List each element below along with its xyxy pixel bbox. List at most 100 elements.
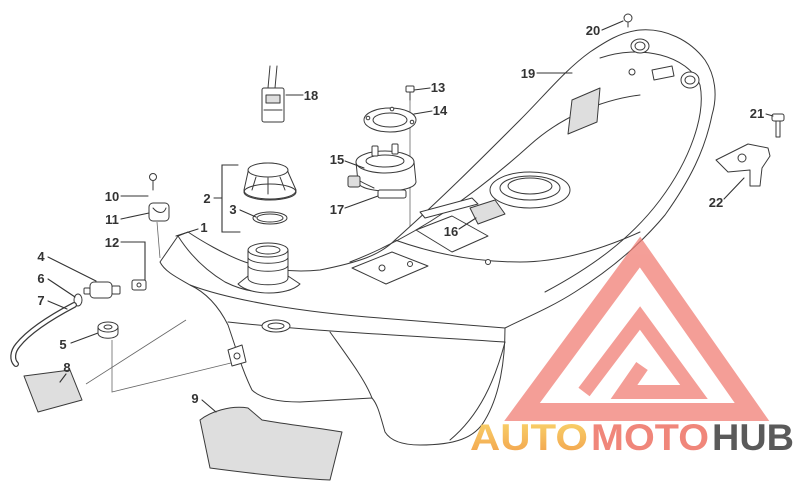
pump-mount-hole-2 bbox=[407, 261, 413, 267]
callout-label-17: 17 bbox=[330, 202, 344, 217]
fuel-pump-fitting-1 bbox=[371, 145, 379, 157]
tank-lower-bulge bbox=[449, 341, 506, 441]
assembly-line-clip bbox=[156, 221, 161, 259]
leader-line-21 bbox=[765, 113, 774, 117]
leader-line-16 bbox=[458, 217, 477, 230]
callout-label-12: 12 bbox=[105, 235, 119, 250]
clip-screw-head bbox=[149, 173, 157, 181]
bracket-bolt bbox=[771, 113, 785, 138]
watermark-logo bbox=[504, 236, 770, 421]
leader-line-22 bbox=[723, 177, 745, 200]
tank-mount-hole-right bbox=[680, 71, 700, 89]
pump-recess-outer bbox=[489, 171, 571, 209]
fuel-cap-top bbox=[247, 162, 289, 178]
clip-screw bbox=[149, 173, 157, 191]
fuel-tank bbox=[159, 29, 716, 446]
filler-neck-body bbox=[247, 249, 289, 286]
o-ring bbox=[252, 211, 288, 225]
pump-mount-plate bbox=[351, 251, 429, 285]
fuel-pump-wire bbox=[359, 180, 375, 189]
watermark-word-auto: AUTO bbox=[470, 417, 588, 458]
bracket-bolt-head bbox=[771, 113, 785, 122]
callout-label-9: 9 bbox=[191, 391, 198, 406]
callout-label-19: 19 bbox=[521, 66, 535, 81]
pump-recess-inner bbox=[507, 177, 553, 195]
fuel-cap bbox=[243, 162, 297, 201]
tank-bracket-hole bbox=[737, 153, 747, 163]
tank-recess-panel bbox=[415, 215, 489, 253]
filler-neck-opening bbox=[255, 245, 281, 255]
foam-pad-small bbox=[23, 369, 83, 413]
o-ring-inner bbox=[256, 213, 284, 223]
callout-label-2: 2 bbox=[203, 191, 210, 206]
foam-pad-large bbox=[199, 406, 343, 481]
tank-top-bolt-head bbox=[623, 13, 633, 23]
level-sensor-wires bbox=[267, 65, 278, 89]
tank-seat-edge bbox=[394, 231, 641, 263]
pump-bolt-head bbox=[405, 85, 415, 93]
leader-line-8 bbox=[59, 373, 67, 383]
tank-mount-hole-left bbox=[630, 38, 650, 54]
leader-line-2 bbox=[213, 164, 241, 233]
rubber-grommet-hole bbox=[103, 324, 113, 330]
leader-line-14 bbox=[413, 110, 433, 115]
gasket-inner bbox=[372, 112, 408, 128]
breather-valve-nozzle bbox=[83, 287, 91, 295]
fuel-pump bbox=[347, 143, 417, 199]
fuel-cap-ridges bbox=[251, 176, 286, 195]
callout-label-5: 5 bbox=[59, 337, 66, 352]
callout-label-20: 20 bbox=[586, 23, 600, 38]
callout-label-22: 22 bbox=[709, 195, 723, 210]
fuel-pump-top bbox=[355, 150, 415, 174]
hose-clip bbox=[148, 202, 170, 222]
callout-label-3: 3 bbox=[229, 202, 236, 217]
tank-rim-inner bbox=[544, 51, 702, 293]
fuel-pump-lower bbox=[377, 189, 407, 199]
leader-line-13 bbox=[413, 87, 431, 91]
watermark-word-moto: MOTO bbox=[591, 417, 709, 458]
leader-line-12 bbox=[120, 241, 146, 281]
breather-hose-inner bbox=[11, 303, 76, 366]
callout-labels: 1 2 3 4 5 6 7 8 9 10 11 12 13 14 15 16 1… bbox=[37, 23, 764, 406]
callout-label-1: 1 bbox=[200, 220, 207, 235]
leader-line-20 bbox=[601, 20, 624, 31]
callout-label-6: 6 bbox=[37, 271, 44, 286]
hose-clip-curve bbox=[152, 207, 167, 213]
watermark-word-hub: HUB bbox=[712, 417, 794, 458]
gasket-hole-3 bbox=[389, 106, 395, 112]
tank-fold bbox=[329, 331, 373, 399]
leader-line-5 bbox=[70, 332, 99, 344]
callout-label-8: 8 bbox=[63, 360, 70, 375]
tank-small-hole bbox=[628, 68, 636, 76]
leader-lines bbox=[47, 20, 774, 413]
pump-gasket bbox=[363, 106, 417, 133]
tank-slot bbox=[651, 65, 675, 81]
breather-valve-body bbox=[89, 281, 113, 299]
tank-drain-hole-inner bbox=[267, 322, 285, 330]
leader-line-3 bbox=[239, 209, 257, 218]
callout-label-10: 10 bbox=[105, 189, 119, 204]
breather-hose bbox=[10, 302, 77, 367]
assembly-line-grommet bbox=[111, 340, 236, 393]
gasket-hole-2 bbox=[409, 119, 415, 125]
level-sensor bbox=[261, 65, 285, 123]
bracket-bolt-shaft bbox=[775, 120, 781, 138]
fuel-pump-top-inner bbox=[365, 154, 405, 168]
tank-top-panel bbox=[567, 87, 601, 135]
leader-line-6 bbox=[47, 278, 76, 298]
callout-label-14: 14 bbox=[433, 103, 448, 118]
tank-pad-strap bbox=[419, 197, 506, 225]
pump-recess-mid bbox=[499, 175, 561, 201]
tank-seam-lower bbox=[227, 321, 506, 343]
tank-bracket-plate bbox=[715, 143, 771, 187]
gasket-outer bbox=[363, 107, 417, 133]
breather-hose-outer bbox=[10, 302, 77, 367]
leader-line-15 bbox=[344, 160, 365, 169]
leader-line-7 bbox=[47, 300, 68, 310]
callout-label-18: 18 bbox=[304, 88, 318, 103]
filler-neck-thread-2 bbox=[247, 265, 289, 272]
tank-drain-hole bbox=[261, 319, 291, 333]
fuel-cap-rim bbox=[243, 183, 297, 201]
leader-line-11 bbox=[120, 212, 150, 220]
